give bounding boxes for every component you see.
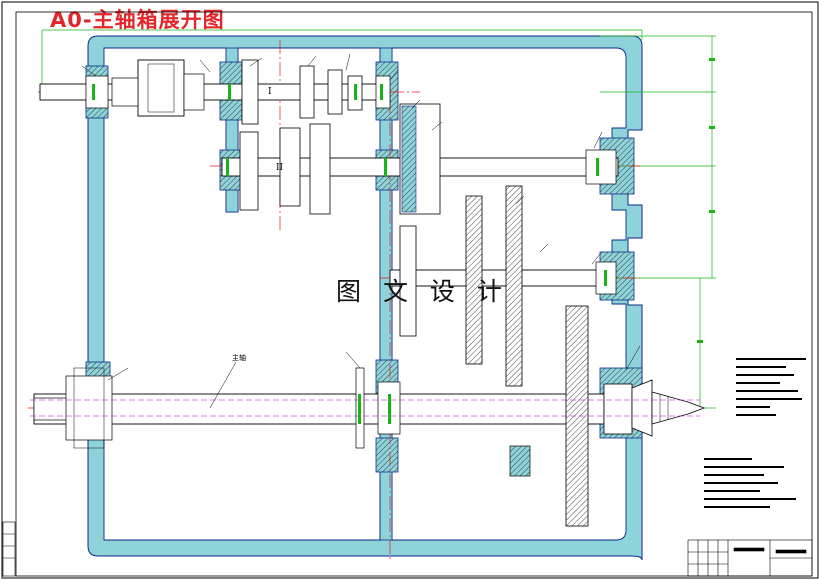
watermark: 图 文 设 计 [336,277,509,306]
dimension-ticks [697,58,715,343]
shaft-3 [389,185,617,387]
shaft-1: I [39,59,391,125]
title-block [687,539,813,577]
shaft-2-label: II [276,163,284,173]
dimension-lines [41,29,716,409]
left-margin-strip [2,521,16,577]
sheet-frame-inner [15,11,813,577]
shaft-2: II [221,103,619,215]
spindle-label: 主轴 [232,353,246,362]
spindle: 主轴 [30,305,706,527]
spindle-nose [631,379,653,437]
spec-block-2 [704,458,796,508]
spec-block-1 [736,358,806,416]
part-annotations [81,53,641,381]
shaft-1-label: I [268,87,272,97]
